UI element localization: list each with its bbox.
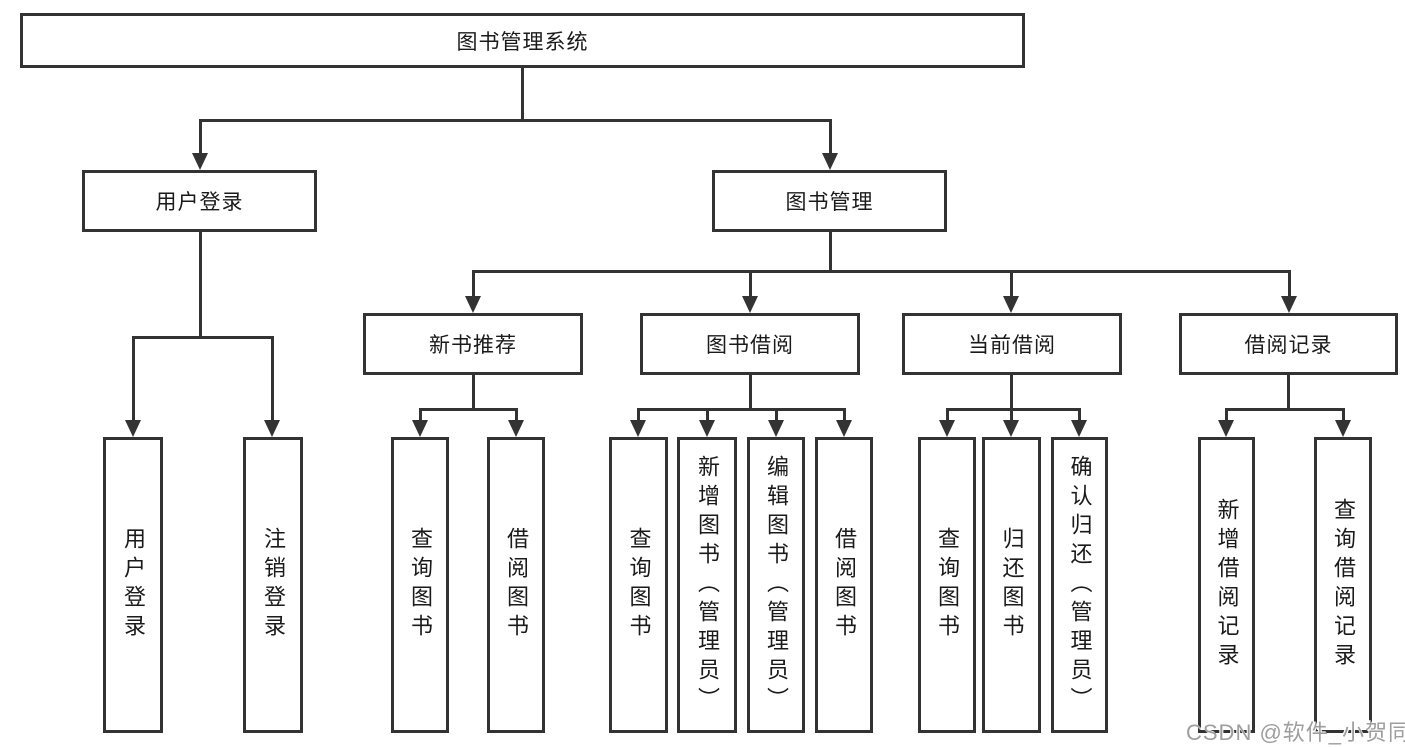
connector-current-borrow-split [946, 408, 1081, 411]
connector-to-current-borrow [1010, 270, 1013, 298]
leaf-confirm-return-admin-label: 确认归还（管理员） [1067, 454, 1093, 716]
arrow-down-icon [630, 420, 646, 437]
leaf-query-borrow-record: 查询借阅记录 [1314, 437, 1372, 733]
arrow-down-icon [192, 153, 208, 170]
leaf-user-login-label: 用户登录 [121, 527, 146, 643]
connector-to-user-login [199, 119, 202, 155]
connector-to-book-mgmt [829, 119, 832, 155]
leaf-edit-book-admin-label: 编辑图书（管理员） [764, 454, 789, 716]
connector-to-leaf [946, 408, 949, 422]
connector-to-leaf [1010, 408, 1013, 422]
connector-borrow-record-split [1225, 408, 1345, 411]
connector-root-stem [521, 68, 524, 119]
node-root-label: 图书管理系统 [456, 30, 589, 54]
connector-new-book-split [419, 408, 518, 411]
arrow-down-icon [1335, 420, 1351, 437]
node-borrow-record: 借阅记录 [1179, 313, 1398, 375]
connector-level2-split [199, 119, 831, 122]
arrow-down-icon [1281, 296, 1297, 313]
connector-book-mgmt-stem [829, 232, 832, 270]
leaf-return-book-label: 归还图书 [999, 527, 1025, 643]
connector-to-new-book [472, 270, 475, 298]
connector-book-borrow-split [637, 408, 846, 411]
leaf-logout: 注销登录 [243, 437, 303, 733]
arrow-down-icon [939, 420, 955, 437]
connector-to-leaf [706, 408, 709, 422]
connector-to-leaf [1078, 408, 1081, 422]
connector-to-leaf [843, 408, 846, 422]
leaf-borrow-query-book-label: 查询图书 [626, 527, 652, 643]
connector-to-borrow-record [1288, 270, 1291, 298]
node-book-mgmt-label: 图书管理 [785, 191, 874, 214]
arrow-down-icon [1071, 420, 1087, 437]
connector-current-borrow-stem [1010, 375, 1013, 408]
leaf-confirm-return-admin: 确认归还（管理员） [1051, 437, 1108, 733]
connector-to-leaf [775, 408, 778, 422]
leaf-add-book-admin: 新增图书（管理员） [677, 437, 737, 733]
leaf-borrow-book: 借阅图书 [815, 437, 873, 733]
node-root: 图书管理系统 [20, 13, 1025, 68]
connector-to-book-borrow [749, 270, 752, 298]
connector-new-book-stem [472, 375, 475, 408]
arrow-down-icon [1218, 420, 1234, 437]
leaf-recommend-borrow-book: 借阅图书 [487, 437, 545, 733]
connector-to-leaf [132, 336, 135, 422]
arrow-down-icon [264, 420, 280, 437]
leaf-edit-book-admin: 编辑图书（管理员） [747, 437, 805, 733]
connector-to-leaf [637, 408, 640, 422]
node-borrow-record-label: 借阅记录 [1244, 334, 1333, 357]
arrow-down-icon [465, 296, 481, 313]
connector-borrow-record-stem [1287, 375, 1290, 408]
leaf-query-borrow-record-label: 查询借阅记录 [1331, 498, 1356, 672]
arrow-down-icon [412, 420, 428, 437]
leaf-recommend-borrow-book-label: 借阅图书 [504, 527, 529, 643]
connector-to-leaf [1225, 408, 1228, 422]
connector-to-leaf [515, 408, 518, 422]
connector-user-login-split [132, 336, 273, 339]
arrow-down-icon [742, 296, 758, 313]
leaf-recommend-query-book-label: 查询图书 [408, 527, 433, 643]
leaf-add-borrow-record-label: 新增借阅记录 [1214, 498, 1240, 672]
connector-level3-split [472, 270, 1290, 273]
arrow-down-icon [768, 420, 784, 437]
arrow-down-icon [125, 420, 141, 437]
node-user-login-label: 用户登录 [155, 191, 244, 214]
leaf-add-borrow-record: 新增借阅记录 [1198, 437, 1255, 733]
arrow-down-icon [836, 420, 852, 437]
node-new-book-recommend: 新书推荐 [363, 313, 583, 375]
leaf-borrow-query-book: 查询图书 [609, 437, 668, 733]
watermark: CSDN @软件_小贺同学 [1186, 720, 1405, 745]
node-book-borrow: 图书借阅 [640, 313, 860, 375]
leaf-current-query-book: 查询图书 [918, 437, 976, 733]
leaf-current-query-book-label: 查询图书 [935, 527, 960, 643]
arrow-down-icon [822, 153, 838, 170]
leaf-logout-label: 注销登录 [261, 527, 286, 643]
leaf-user-login: 用户登录 [103, 437, 163, 733]
node-book-mgmt: 图书管理 [712, 170, 947, 232]
arrow-down-icon [1003, 296, 1019, 313]
leaf-recommend-query-book: 查询图书 [391, 437, 449, 733]
arrow-down-icon [508, 420, 524, 437]
leaf-return-book: 归还图书 [982, 437, 1041, 733]
arrow-down-icon [699, 420, 715, 437]
connector-to-leaf [1342, 408, 1345, 422]
arrow-down-icon [1003, 420, 1019, 437]
node-current-borrow: 当前借阅 [902, 313, 1122, 375]
node-book-borrow-label: 图书借阅 [706, 334, 794, 357]
connector-user-login-stem [199, 232, 202, 336]
connector-to-leaf [419, 408, 422, 422]
node-new-book-recommend-label: 新书推荐 [429, 334, 517, 357]
connector-to-leaf [271, 336, 274, 422]
leaf-add-book-admin-label: 新增图书（管理员） [695, 454, 720, 716]
node-current-borrow-label: 当前借阅 [968, 334, 1056, 357]
node-user-login: 用户登录 [82, 170, 317, 232]
connector-book-borrow-stem [749, 375, 752, 408]
leaf-borrow-book-label: 借阅图书 [832, 527, 857, 643]
